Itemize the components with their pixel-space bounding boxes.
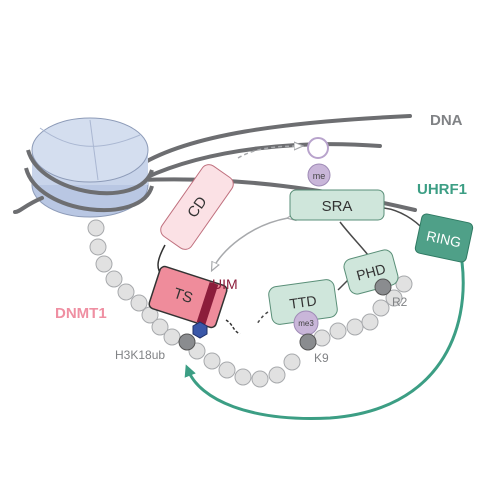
ts-domain-group: TS bbox=[148, 265, 228, 329]
dnmt1-label: DNMT1 bbox=[55, 305, 107, 322]
ttd-domain-group: TTD bbox=[268, 279, 338, 325]
linker-ttd-nterm bbox=[255, 311, 269, 326]
sra-label: SRA bbox=[322, 198, 353, 215]
histone-bead bbox=[89, 238, 107, 256]
histone-bead bbox=[361, 313, 379, 331]
h3k18-residue bbox=[178, 333, 196, 351]
ring-domain bbox=[414, 213, 474, 263]
k9-label: K9 bbox=[314, 351, 329, 365]
histone-bead bbox=[313, 329, 331, 347]
ts-tail bbox=[225, 319, 241, 335]
uhrf1-label: UHRF1 bbox=[417, 181, 467, 198]
phd-label: PHD bbox=[355, 260, 388, 283]
nucleosome-seam-2 bbox=[89, 119, 99, 181]
histone-bead bbox=[346, 318, 364, 336]
ring-domain-group: RING bbox=[414, 213, 474, 263]
linker-sra-ring bbox=[383, 207, 425, 231]
histone-bead bbox=[203, 352, 221, 370]
dna-strand-middle bbox=[143, 142, 382, 180]
me-label: me bbox=[313, 171, 326, 181]
r2-residue bbox=[374, 278, 392, 296]
histone-bead bbox=[283, 353, 301, 371]
arrow-cd-to-me bbox=[237, 146, 302, 159]
dna-strand-upper bbox=[138, 114, 412, 167]
dna-label: DNA bbox=[430, 112, 463, 129]
dna-wrap-1 bbox=[26, 149, 154, 196]
arrow-sra-ts bbox=[212, 218, 288, 270]
uim-label: UIM bbox=[212, 276, 238, 292]
histone-bead bbox=[234, 368, 252, 386]
histone-bead bbox=[130, 294, 148, 312]
histone-bead bbox=[372, 299, 390, 317]
ts-label: TS bbox=[171, 285, 194, 307]
h3k18ub-label: H3K18ub bbox=[115, 348, 165, 362]
sra-domain bbox=[289, 189, 385, 221]
histone-bead bbox=[151, 318, 169, 336]
nucleosome-top bbox=[31, 117, 149, 183]
ubiquitin-icon bbox=[192, 321, 208, 339]
histone-bead bbox=[95, 255, 113, 273]
histone-bead bbox=[395, 275, 413, 293]
histone-bead bbox=[218, 361, 236, 379]
me-marker bbox=[307, 163, 331, 187]
histone-bead bbox=[251, 370, 269, 388]
unmethylated-cytosine bbox=[307, 137, 329, 159]
ttd-label: TTD bbox=[288, 292, 317, 312]
cd-domain bbox=[160, 164, 234, 250]
cd-domain-group: CD bbox=[160, 164, 234, 250]
histone-bead bbox=[87, 219, 105, 237]
k9-residue bbox=[299, 333, 317, 351]
ring-label: RING bbox=[425, 228, 463, 251]
me3-label: me3 bbox=[298, 319, 314, 328]
nucleosome-seam-1 bbox=[39, 127, 141, 147]
nucleosome bbox=[13, 117, 154, 218]
histone-bead bbox=[268, 366, 286, 384]
uim-motif bbox=[196, 281, 219, 325]
r2-label: R2 bbox=[392, 295, 408, 309]
linker-sra-phd bbox=[339, 221, 369, 256]
histone-tail bbox=[87, 219, 413, 388]
dna-exit bbox=[13, 196, 44, 214]
histone-bead bbox=[329, 322, 347, 340]
histone-bead bbox=[105, 270, 123, 288]
histone-bead bbox=[163, 328, 181, 346]
histone-bead bbox=[385, 289, 403, 307]
dna-wrap-2 bbox=[24, 167, 154, 213]
arrow-ring-to-h3k18ub bbox=[184, 261, 465, 420]
histone-bead bbox=[117, 283, 135, 301]
